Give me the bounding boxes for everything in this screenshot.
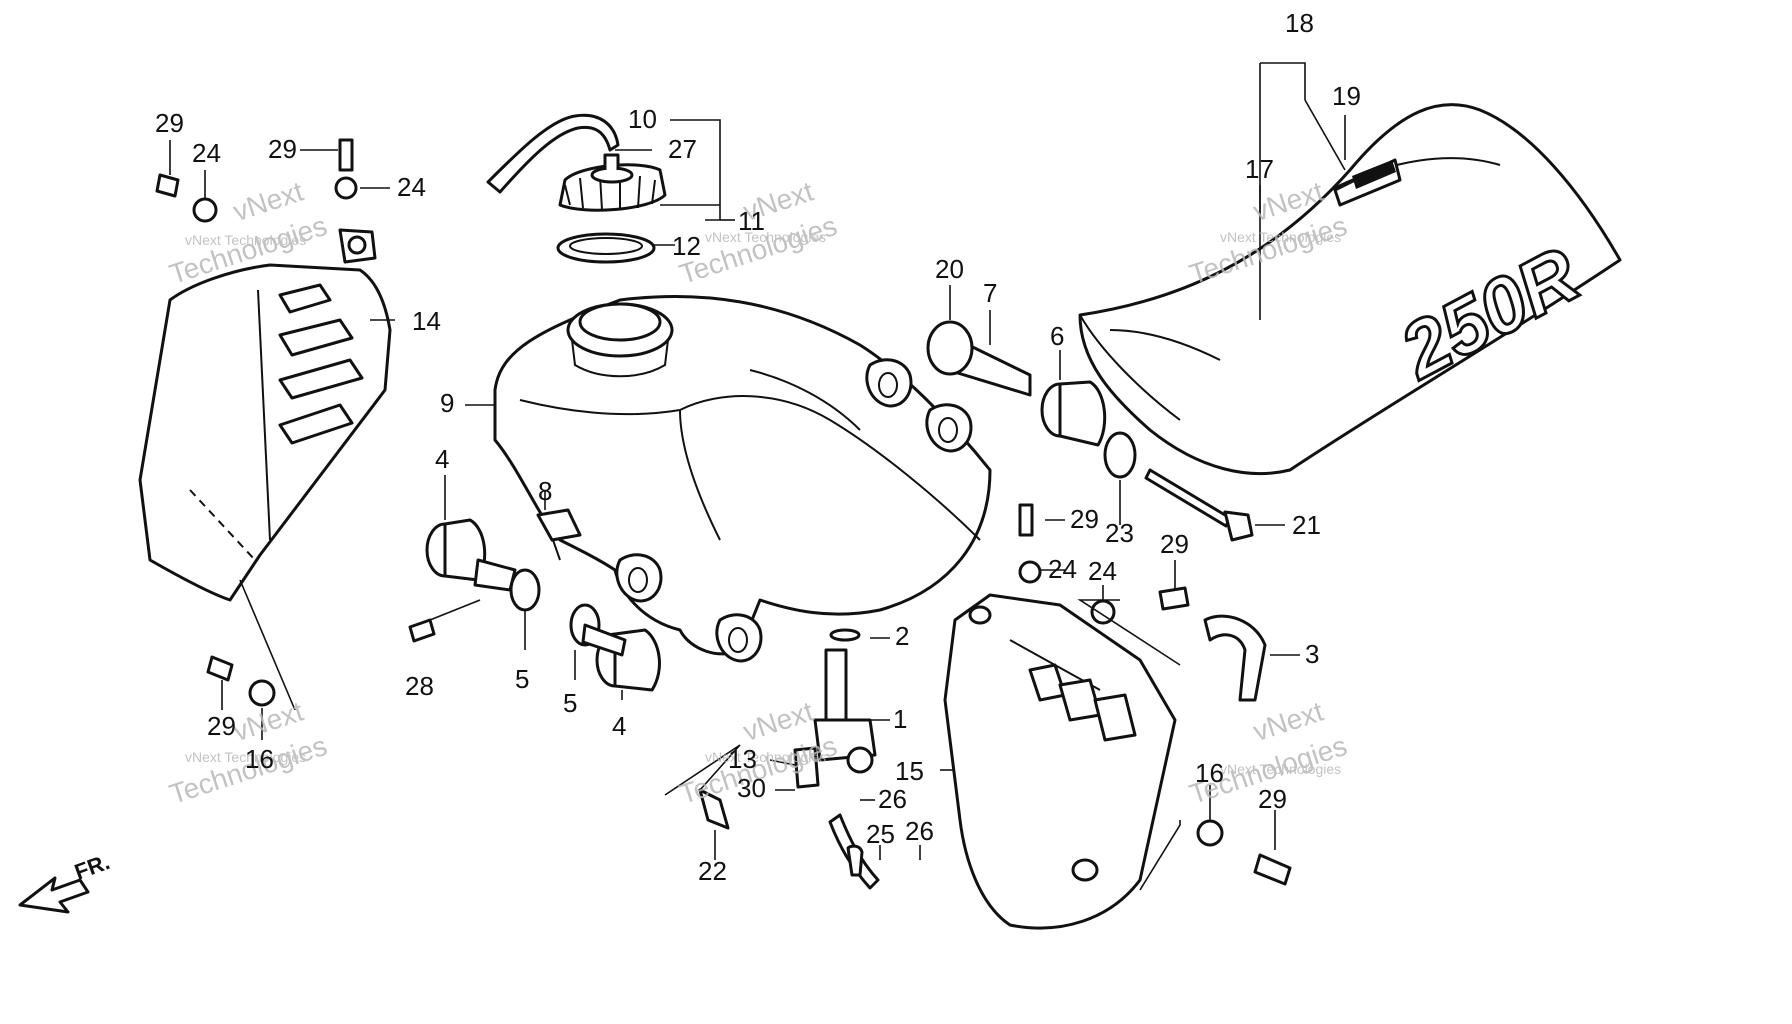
callout-24-d: 24 (1088, 556, 1117, 586)
callout-29-c: 29 (1070, 504, 1099, 534)
callout-21: 21 (1292, 510, 1321, 540)
callout-9: 9 (440, 388, 454, 418)
callout-12: 12 (672, 231, 701, 261)
callout-11: 11 (738, 206, 765, 236)
watermark-small: vNext Technologies (185, 749, 306, 765)
callout-4-a: 4 (435, 444, 449, 474)
callout-13: 13 (728, 744, 757, 774)
fuel-cap (486, 113, 667, 264)
callout-20: 20 (935, 254, 964, 284)
callout-19: 19 (1332, 81, 1361, 111)
watermark-small: vNext Technologies (1220, 229, 1341, 245)
fuel-tank (493, 294, 992, 663)
callouts: 18 19 17 10 27 11 12 29 24 29 24 14 20 7… (155, 8, 1361, 886)
callout-24-b: 24 (397, 172, 426, 202)
watermark-small: vNext Technologies (705, 229, 826, 245)
callout-5-a: 5 (515, 664, 529, 694)
callout-6: 6 (1050, 321, 1064, 351)
grommet-20 (926, 320, 974, 376)
seat: 250R (1078, 103, 1622, 476)
callout-8: 8 (538, 476, 552, 506)
front-direction-arrow: FR. (18, 849, 113, 914)
fuel-filter-13 (793, 746, 820, 789)
callout-29-b: 29 (268, 134, 297, 164)
watermark-small: vNext Technologies (1220, 761, 1341, 777)
callout-18: 18 (1285, 8, 1314, 38)
callout-7: 7 (983, 278, 997, 308)
callout-23: 23 (1105, 518, 1134, 548)
callout-29-a: 29 (155, 108, 184, 138)
callout-29-d: 29 (1160, 529, 1189, 559)
grommet-4a (425, 518, 517, 592)
callout-4-b: 4 (612, 711, 626, 741)
bolts (155, 138, 1292, 886)
watermark-small: vNext Technologies (185, 232, 306, 248)
bolt-21 (1144, 468, 1254, 542)
callout-25: 25 (866, 819, 895, 849)
collar-5 (509, 568, 627, 657)
side-cover-left (138, 228, 392, 602)
callout-15: 15 (895, 756, 924, 786)
callout-17: 17 (1245, 154, 1274, 184)
callout-29-f: 29 (1258, 784, 1287, 814)
callout-29-e: 29 (207, 711, 236, 741)
callout-26-b: 26 (905, 816, 934, 846)
fuel-valve (813, 628, 877, 774)
callout-28: 28 (405, 671, 434, 701)
leader-lines (169, 62, 1346, 891)
watermark-small: vNext Technologies (705, 749, 826, 765)
callout-30: 30 (737, 773, 766, 803)
grommet-6 (1040, 380, 1137, 479)
side-cover-right (943, 593, 1177, 930)
callout-3: 3 (1305, 639, 1319, 669)
callout-10: 10 (628, 104, 657, 134)
callout-5-b: 5 (563, 688, 577, 718)
callout-27: 27 (668, 134, 697, 164)
callout-26-a: 26 (878, 784, 907, 814)
callout-1: 1 (893, 704, 907, 734)
front-direction-label: FR. (71, 849, 113, 885)
callout-24-a: 24 (192, 138, 221, 168)
callout-16-b: 16 (1195, 758, 1224, 788)
callout-14: 14 (412, 306, 441, 336)
tank-strap-3 (1203, 614, 1267, 702)
callout-24-c: 24 (1048, 554, 1077, 584)
callout-2: 2 (895, 621, 909, 651)
callout-22: 22 (698, 856, 727, 886)
callout-16-a: 16 (245, 744, 274, 774)
